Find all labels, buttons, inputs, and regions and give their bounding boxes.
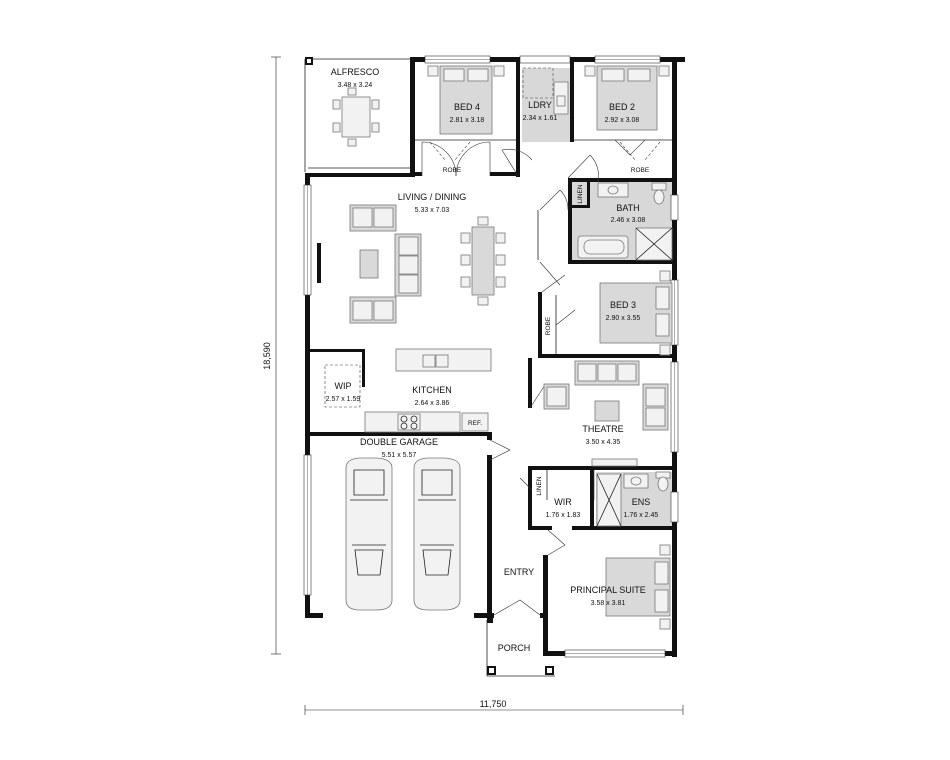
kitchen-name: KITCHEN <box>412 385 452 395</box>
fridge-label: REF. <box>468 420 482 427</box>
bed4-dims: 2.81 x 3.18 <box>450 117 485 124</box>
room-labels: ALFRESCO 3.48 x 3.24 BED 4 2.81 x 3.18 L… <box>326 67 659 653</box>
outdoor-table-icon <box>332 87 380 147</box>
kitchen-dims: 2.64 x 3.86 <box>415 400 450 407</box>
car-left-icon <box>345 457 393 611</box>
principal-dims: 3.58 x 3.81 <box>591 600 626 607</box>
bed4-name: BED 4 <box>454 102 480 112</box>
alfresco-dims: 3.48 x 3.24 <box>338 82 373 89</box>
theatre-furniture-icon <box>543 360 669 467</box>
alfresco-area <box>304 57 410 172</box>
bed2-bed-icon <box>584 65 670 131</box>
robe-doors <box>429 141 661 161</box>
porch-area <box>486 620 555 677</box>
living-sofa-icon <box>349 204 422 324</box>
principal-bed-icon <box>605 544 671 630</box>
bed2-dims: 2.92 x 3.08 <box>605 117 640 124</box>
wir-linen-label: LINEN <box>536 476 543 495</box>
entry-name: ENTRY <box>504 567 534 577</box>
bath-dims: 2.46 x 3.08 <box>611 217 646 224</box>
wip-dims: 2.57 x 1.59 <box>326 396 361 403</box>
garage-dims: 5.51 x 5.57 <box>382 452 417 459</box>
theatre-dims: 3.50 x 4.35 <box>586 439 621 446</box>
cooktop-icon <box>397 413 421 431</box>
wir-name: WIR <box>554 497 572 507</box>
bed2-robe-label: ROBE <box>631 167 650 174</box>
ens-name: ENS <box>632 497 651 507</box>
ensuite-fixtures-icon <box>596 471 671 527</box>
wip-name: WIP <box>335 381 352 391</box>
bed3-dims: 2.90 x 3.55 <box>606 315 641 322</box>
bed3-bed-icon <box>599 270 673 356</box>
overall-width-label: 11,750 <box>480 699 507 709</box>
bath-fixtures-icon <box>577 182 673 261</box>
windows <box>303 55 679 658</box>
alfresco-name: ALFRESCO <box>331 67 380 77</box>
kitchen-island-icon <box>324 348 492 408</box>
car-right-icon <box>413 457 461 611</box>
doors <box>421 139 646 616</box>
bed4-bed-icon <box>427 65 505 135</box>
living-dims: 5.33 x 7.03 <box>415 207 450 214</box>
wir-dims: 1.76 x 1.83 <box>546 512 581 519</box>
internal-walls <box>310 57 677 655</box>
bed3-robe-label: ROBE <box>545 316 552 335</box>
ldry-name: LDRY <box>528 100 552 110</box>
bath-linen-label: LINEN <box>577 184 584 203</box>
bed4-robe-label: ROBE <box>443 167 462 174</box>
width-dimension: 11,750 <box>304 699 684 715</box>
overall-depth-label: 18,590 <box>262 342 272 370</box>
living-name: LIVING / DINING <box>398 192 467 202</box>
bath-name: BATH <box>616 203 639 213</box>
dining-table-icon <box>460 216 506 306</box>
principal-name: PRINCIPAL SUITE <box>570 585 646 595</box>
ens-dims: 1.76 x 2.45 <box>624 512 659 519</box>
depth-dimension: 18,590 <box>262 56 281 655</box>
laundry-fixtures-icon <box>522 67 569 115</box>
bed2-name: BED 2 <box>609 102 635 112</box>
bed3-name: BED 3 <box>610 300 636 310</box>
theatre-name: THEATRE <box>582 424 623 434</box>
garage-name: DOUBLE GARAGE <box>360 437 438 447</box>
porch-name: PORCH <box>498 643 531 653</box>
ldry-dims: 2.34 x 1.61 <box>523 115 558 122</box>
